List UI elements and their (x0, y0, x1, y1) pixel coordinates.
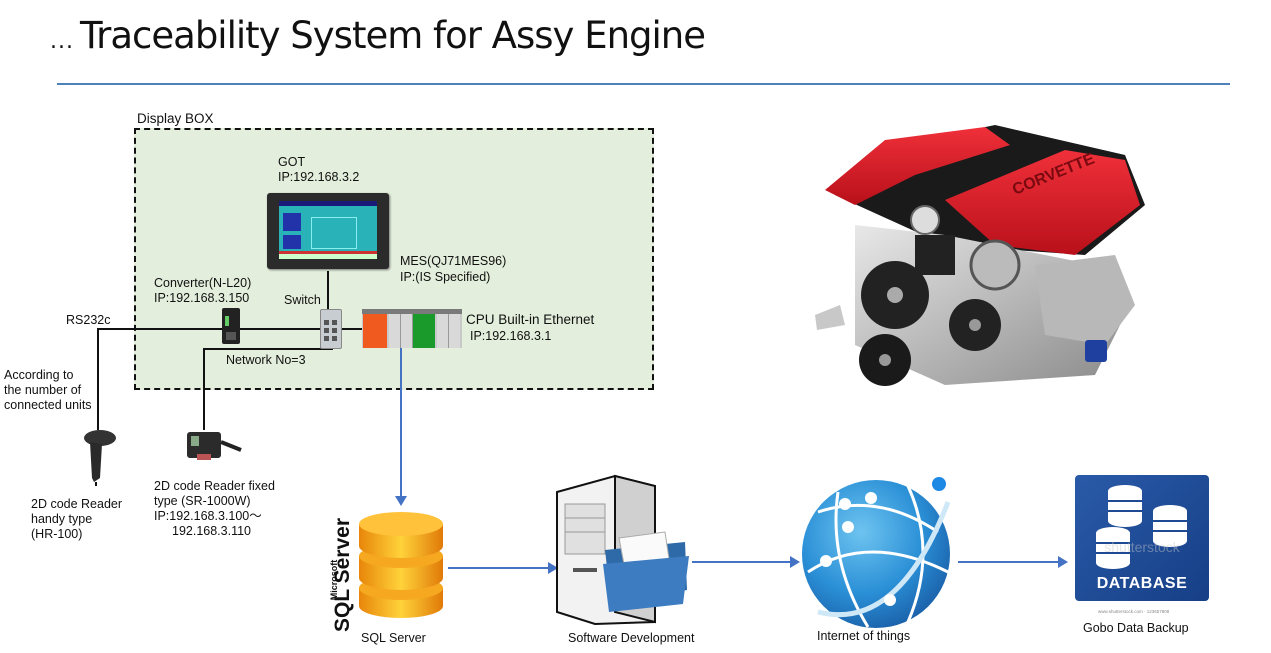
backup-label: Gobo Data Backup (1083, 621, 1189, 635)
note-text: According to the number of connected uni… (4, 368, 92, 412)
display-box (134, 128, 654, 390)
watermark-text: shutterstock (1104, 539, 1180, 555)
network-label: Network No=3 (226, 353, 306, 367)
sql-to-software-arrow (448, 567, 550, 569)
plc-rack-icon (362, 309, 462, 348)
sql-logo-text: SQL Server Microsoft (329, 518, 354, 633)
fixed-reader-icon (187, 432, 242, 460)
engine-image: CORVETTE (815, 125, 1145, 386)
iot-label: Internet of things (817, 629, 911, 643)
got-panel-icon (267, 193, 389, 269)
network-wire (203, 348, 333, 350)
handy-reader-label: 2D code Reader handy type (HR-100) (31, 497, 123, 541)
page-title: ...Traceability System for Assy Engine (50, 14, 706, 57)
display-box-label: Display BOX (137, 111, 214, 126)
arrow-head-right (1058, 556, 1068, 568)
server-folder-icon (556, 474, 689, 626)
got-ip: IP:192.168.3.2 (278, 170, 360, 184)
rs232c-label: RS232c (66, 313, 111, 327)
handy-reader-icon (84, 430, 116, 486)
iot-globe-icon (802, 477, 951, 628)
converter-name: Converter(N-L20) (154, 276, 252, 290)
software-development-label: Software Development (568, 631, 695, 645)
title-divider (57, 83, 1230, 85)
got-name: GOT (278, 155, 306, 169)
plc-to-sql-arrow (400, 348, 402, 498)
title-text: Traceability System for Assy Engine (79, 14, 706, 57)
mes-ip: IP:(IS Specified) (400, 270, 491, 284)
arrow-head-right (790, 556, 800, 568)
sql-server-icon (359, 512, 443, 618)
cpu-ip: IP:192.168.3.1 (470, 329, 552, 343)
mes-name: MES(QJ71MES96) (400, 254, 507, 268)
image-credit: www.shutterstock.com · 123657808 (1098, 609, 1170, 614)
database-backup-icon: shutterstock DATABASE (1075, 475, 1209, 601)
title-prefix: ... (50, 29, 74, 54)
rs232c-wire (97, 328, 337, 330)
database-cylinders-icon (1096, 485, 1187, 569)
arrow-head-down (395, 496, 407, 506)
cpu-name: CPU Built-in Ethernet (466, 312, 595, 327)
fixed-reader-wire (203, 348, 205, 430)
arrow-head-right (548, 562, 558, 574)
switch-label: Switch (284, 293, 321, 307)
got-to-switch-wire (327, 271, 329, 311)
database-badge-text: DATABASE (1096, 575, 1188, 592)
converter-icon (222, 308, 240, 344)
converter-ip: IP:192.168.3.150 (154, 291, 250, 305)
fixed-reader-label: 2D code Reader fixed type (SR-1000W) IP:… (154, 479, 275, 538)
iot-to-backup-arrow (958, 561, 1060, 563)
software-to-iot-arrow (692, 561, 792, 563)
sql-server-label: SQL Server (361, 631, 426, 645)
handy-reader-wire (97, 328, 99, 430)
switch-icon (320, 309, 342, 349)
